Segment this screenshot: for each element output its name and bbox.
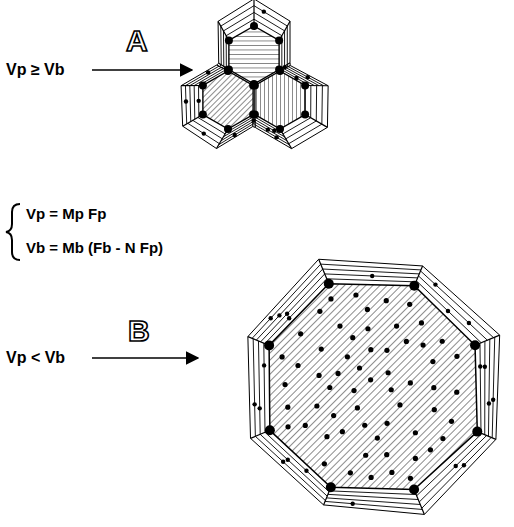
equation: Vp = Mp Fp bbox=[26, 206, 106, 221]
arrows bbox=[6, 70, 198, 358]
case-letter: A bbox=[126, 26, 148, 56]
arrow bbox=[92, 357, 198, 359]
equation: Vb = Mb (Fb - N Fp) bbox=[26, 240, 163, 255]
condition-label: Vp ≥ Vb bbox=[6, 62, 65, 78]
condition-label: Vp < Vb bbox=[6, 350, 65, 366]
grain-large-b bbox=[248, 259, 500, 514]
brace bbox=[6, 204, 20, 260]
case-letter: B bbox=[128, 316, 150, 346]
grain-cluster-a bbox=[181, 0, 328, 149]
arrow bbox=[92, 69, 192, 71]
